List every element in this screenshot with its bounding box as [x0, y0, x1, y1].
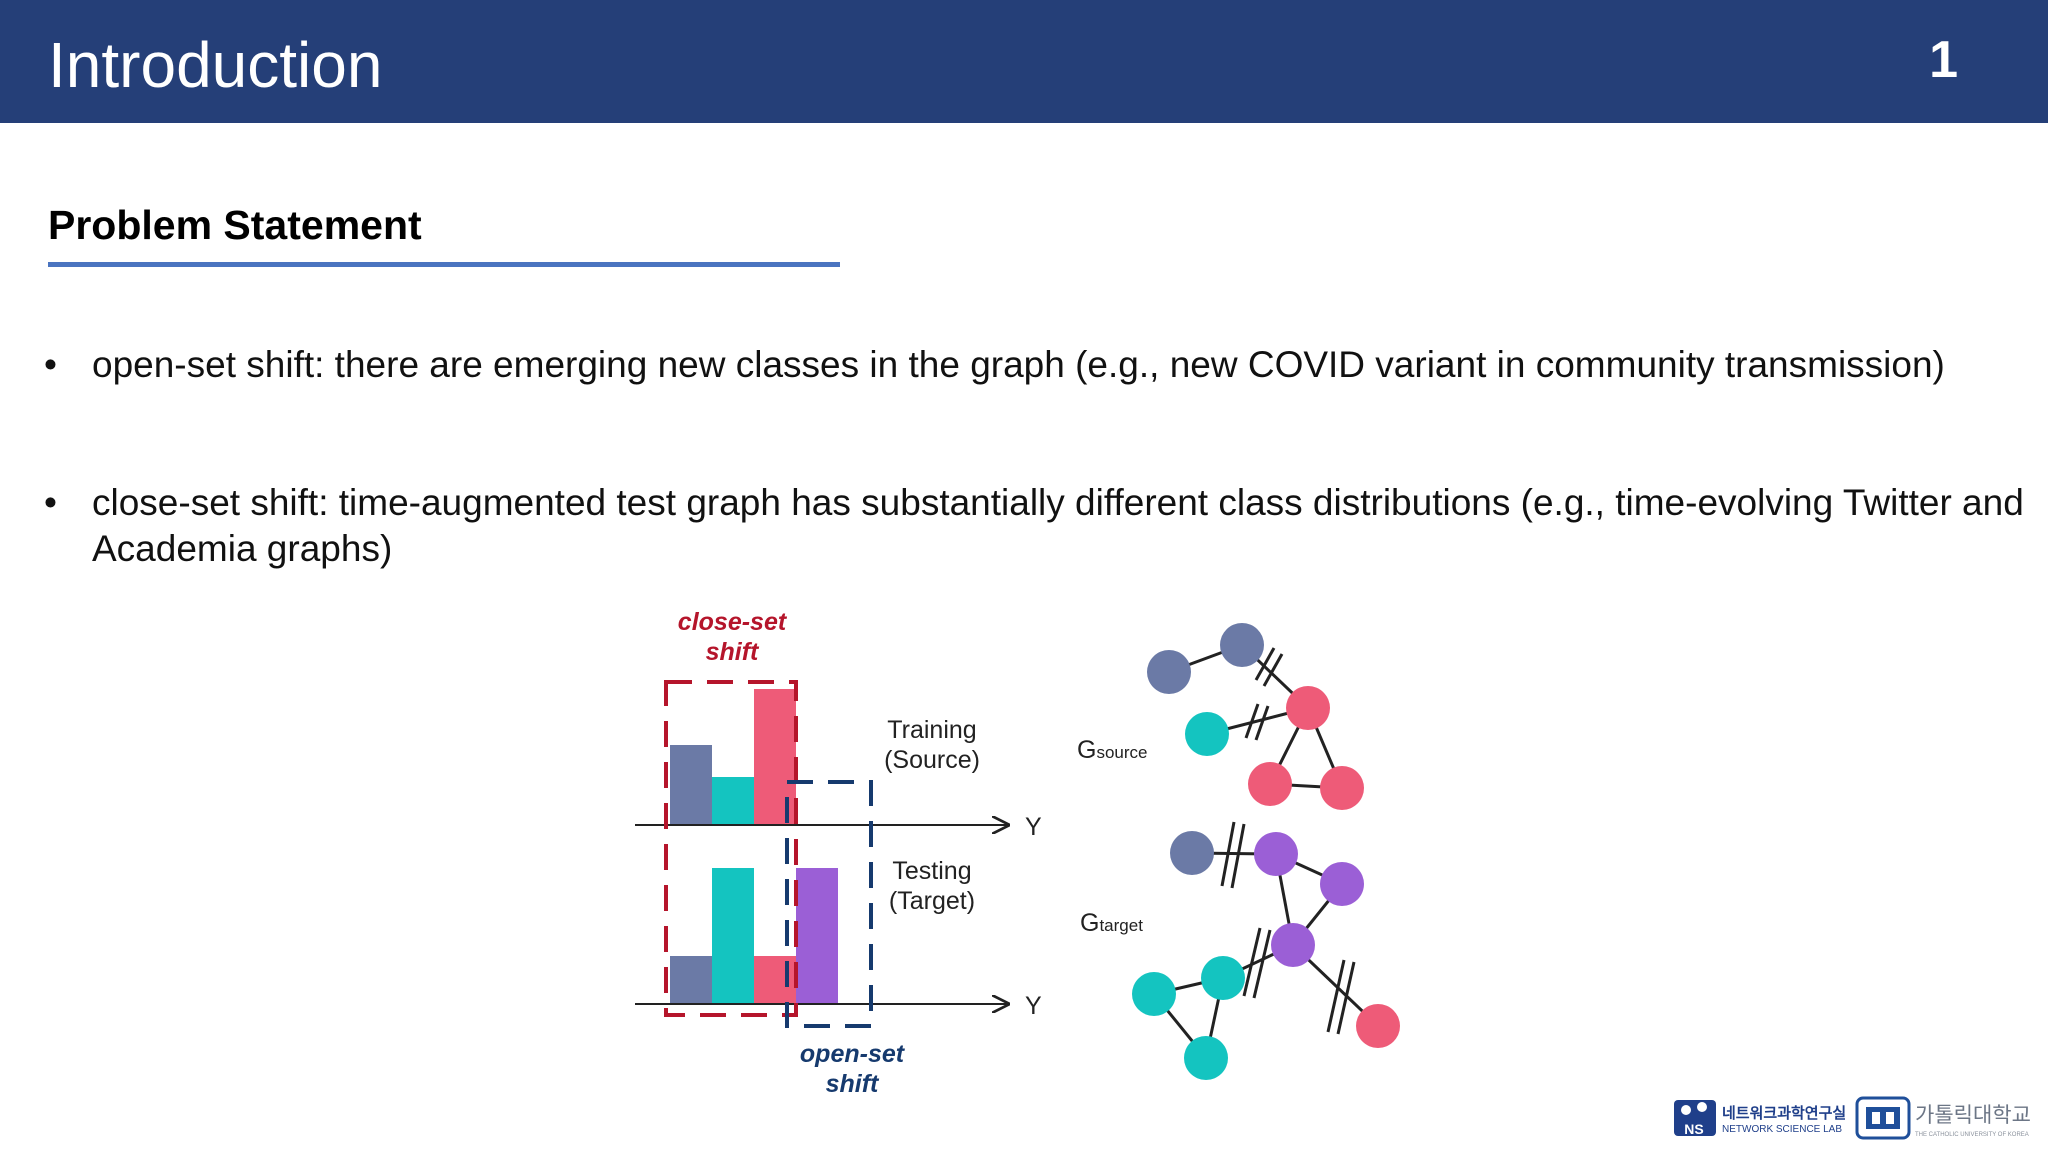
g-target-sub: target — [1099, 916, 1143, 935]
testing-bar-slate — [670, 956, 712, 1004]
open-set-label-line2: shift — [826, 1070, 880, 1098]
source-node — [1248, 762, 1292, 806]
bullet-text: open-set shift: there are emerging new c… — [92, 344, 1945, 385]
g-source-label: Gsource — [1077, 736, 1147, 764]
training-label-line2: (Source) — [884, 746, 980, 774]
nsl-english-name: NETWORK SCIENCE LAB — [1722, 1124, 1842, 1135]
source-node — [1286, 686, 1330, 730]
target-cut-marks — [1220, 821, 1356, 1035]
close-set-dashed-box — [664, 680, 798, 1017]
testing-label-line1: Testing — [892, 857, 971, 885]
g-target-main: G — [1080, 909, 1099, 937]
nsl-badge-text: NS — [1684, 1121, 1703, 1137]
g-source-main: G — [1077, 736, 1096, 764]
network-science-lab-logo: NS 네트워크과학연구실 NETWORK SCIENCE LAB — [1674, 1100, 1846, 1137]
target-node — [1170, 831, 1214, 875]
testing-label-line2: (Target) — [889, 887, 975, 915]
target-node — [1271, 923, 1315, 967]
source-cut-marks — [1244, 647, 1284, 741]
testing-bars — [670, 868, 838, 1004]
training-bars — [670, 689, 796, 825]
training-label-line1: Training — [887, 716, 976, 744]
section-underline — [48, 262, 840, 267]
target-node — [1132, 972, 1176, 1016]
g-source-sub: source — [1096, 743, 1147, 762]
close-set-label-line1: close-set — [678, 608, 788, 636]
training-bar-slate — [670, 745, 712, 825]
source-graph-nodes — [1147, 623, 1364, 810]
page-number: 1 — [1929, 31, 1958, 89]
testing-bar-purple — [796, 868, 838, 1004]
g-target-label: Gtarget — [1080, 909, 1143, 937]
nsl-korean-name: 네트워크과학연구실 — [1722, 1104, 1846, 1122]
testing-axis-label: Y — [1025, 992, 1042, 1020]
testing-bar-pink — [754, 956, 796, 1004]
bullet-text: close-set shift: time-augmented test gra… — [92, 482, 2024, 569]
bullet-marker: • — [44, 482, 57, 523]
source-node — [1185, 712, 1229, 756]
open-set-dashed-box — [785, 780, 873, 1028]
footer-logos: NS 네트워크과학연구실 NETWORK SCIENCE LAB 가톨릭대학교 … — [1674, 1096, 2031, 1140]
bullet-open-set: • open-set shift: there are emerging new… — [44, 342, 2024, 388]
bullet-marker: • — [44, 344, 57, 385]
training-axis-label: Y — [1025, 813, 1042, 841]
close-set-label-line2: shift — [706, 638, 760, 666]
open-set-label-line1: open-set — [800, 1040, 906, 1068]
testing-bar-teal — [712, 868, 754, 1004]
source-node — [1147, 650, 1191, 694]
source-node — [1320, 766, 1364, 810]
target-node — [1320, 862, 1364, 906]
section-heading: Problem Statement — [48, 202, 422, 248]
training-bar-pink — [754, 689, 796, 825]
title-bar: Introduction 1 — [0, 0, 2048, 123]
catholic-university-logo: 가톨릭대학교 THE CATHOLIC UNIVERSITY OF KOREA — [1855, 1096, 2031, 1140]
target-node — [1201, 956, 1245, 1000]
target-node — [1356, 1004, 1400, 1048]
slide-title: Introduction — [48, 29, 383, 101]
bullet-close-set: • close-set shift: time-augmented test g… — [44, 480, 2024, 572]
target-node — [1184, 1036, 1228, 1080]
training-bar-teal — [712, 777, 754, 825]
target-node — [1254, 832, 1298, 876]
cuk-english-name: THE CATHOLIC UNIVERSITY OF KOREA — [1915, 1132, 2029, 1138]
cuk-korean-name: 가톨릭대학교 — [1915, 1103, 2031, 1127]
source-node — [1220, 623, 1264, 667]
target-graph-nodes — [1132, 831, 1400, 1080]
distribution-shift-figure: close-set shift Y Y open-set shift Train… — [635, 608, 1400, 1098]
